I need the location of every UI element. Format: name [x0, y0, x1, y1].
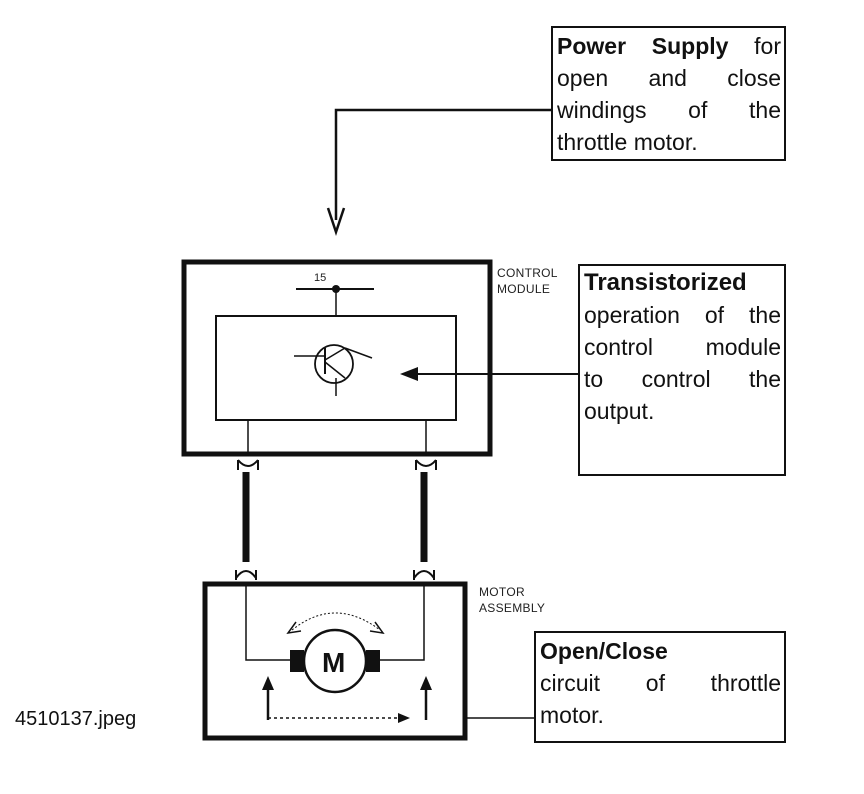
- rotation-arrow: [286, 612, 385, 635]
- power-supply-line1-rest: for: [728, 33, 781, 59]
- power-supply-line2: open and close: [557, 65, 781, 91]
- transistorized-line2: operation of the: [584, 302, 781, 328]
- terminal-15-label: 15: [314, 272, 326, 284]
- power-supply-line: [326, 108, 552, 236]
- transistor-symbol: [294, 344, 373, 396]
- open-close-title: Open/Close: [540, 638, 668, 664]
- transistorized-line3: control module: [584, 334, 781, 360]
- transistorized-line4: to control the: [584, 366, 781, 392]
- transistorized-callout: Transistorized operation of the control …: [578, 264, 786, 476]
- open-close-line3: motor.: [540, 702, 604, 728]
- open-close-line2: circuit of throttle: [540, 670, 781, 696]
- terminal-15-bus: 15: [296, 272, 374, 316]
- control-module-label: CONTROL MODULE: [497, 265, 558, 297]
- connector-bottom-left: [235, 570, 257, 580]
- motor-assembly-label: MOTOR ASSEMBLY: [479, 584, 545, 616]
- motor-letter: M: [322, 647, 345, 678]
- transistorized-line5: output.: [584, 398, 655, 424]
- transistorized-pointer: [400, 367, 582, 381]
- connector-top-left: [237, 459, 259, 470]
- open-close-callout: Open/Close circuit of throttle motor.: [534, 631, 786, 743]
- power-supply-line4: throttle motor.: [557, 129, 698, 155]
- power-supply-line3: windings of the: [557, 97, 781, 123]
- current-flow-arrows: [262, 676, 432, 723]
- connector-bottom-right: [413, 570, 435, 580]
- transistorized-title: Transistorized: [584, 269, 747, 296]
- filename-label: 4510137.jpeg: [15, 708, 137, 730]
- control-module-label-line2: MODULE: [497, 282, 551, 296]
- motor-symbol: M: [290, 628, 380, 694]
- motor-assembly-box: [202, 581, 468, 741]
- control-module-label-line1: CONTROL: [497, 266, 558, 280]
- power-supply-title: Power Supply: [557, 33, 729, 59]
- power-supply-callout: Power Supply for open and close windings…: [551, 26, 786, 161]
- control-module-box: [181, 259, 493, 457]
- connector-top-right: [415, 459, 437, 470]
- inner-module-box: [215, 315, 457, 421]
- motor-assembly-label-line1: MOTOR: [479, 585, 525, 599]
- motor-assembly-label-line2: ASSEMBLY: [479, 601, 546, 615]
